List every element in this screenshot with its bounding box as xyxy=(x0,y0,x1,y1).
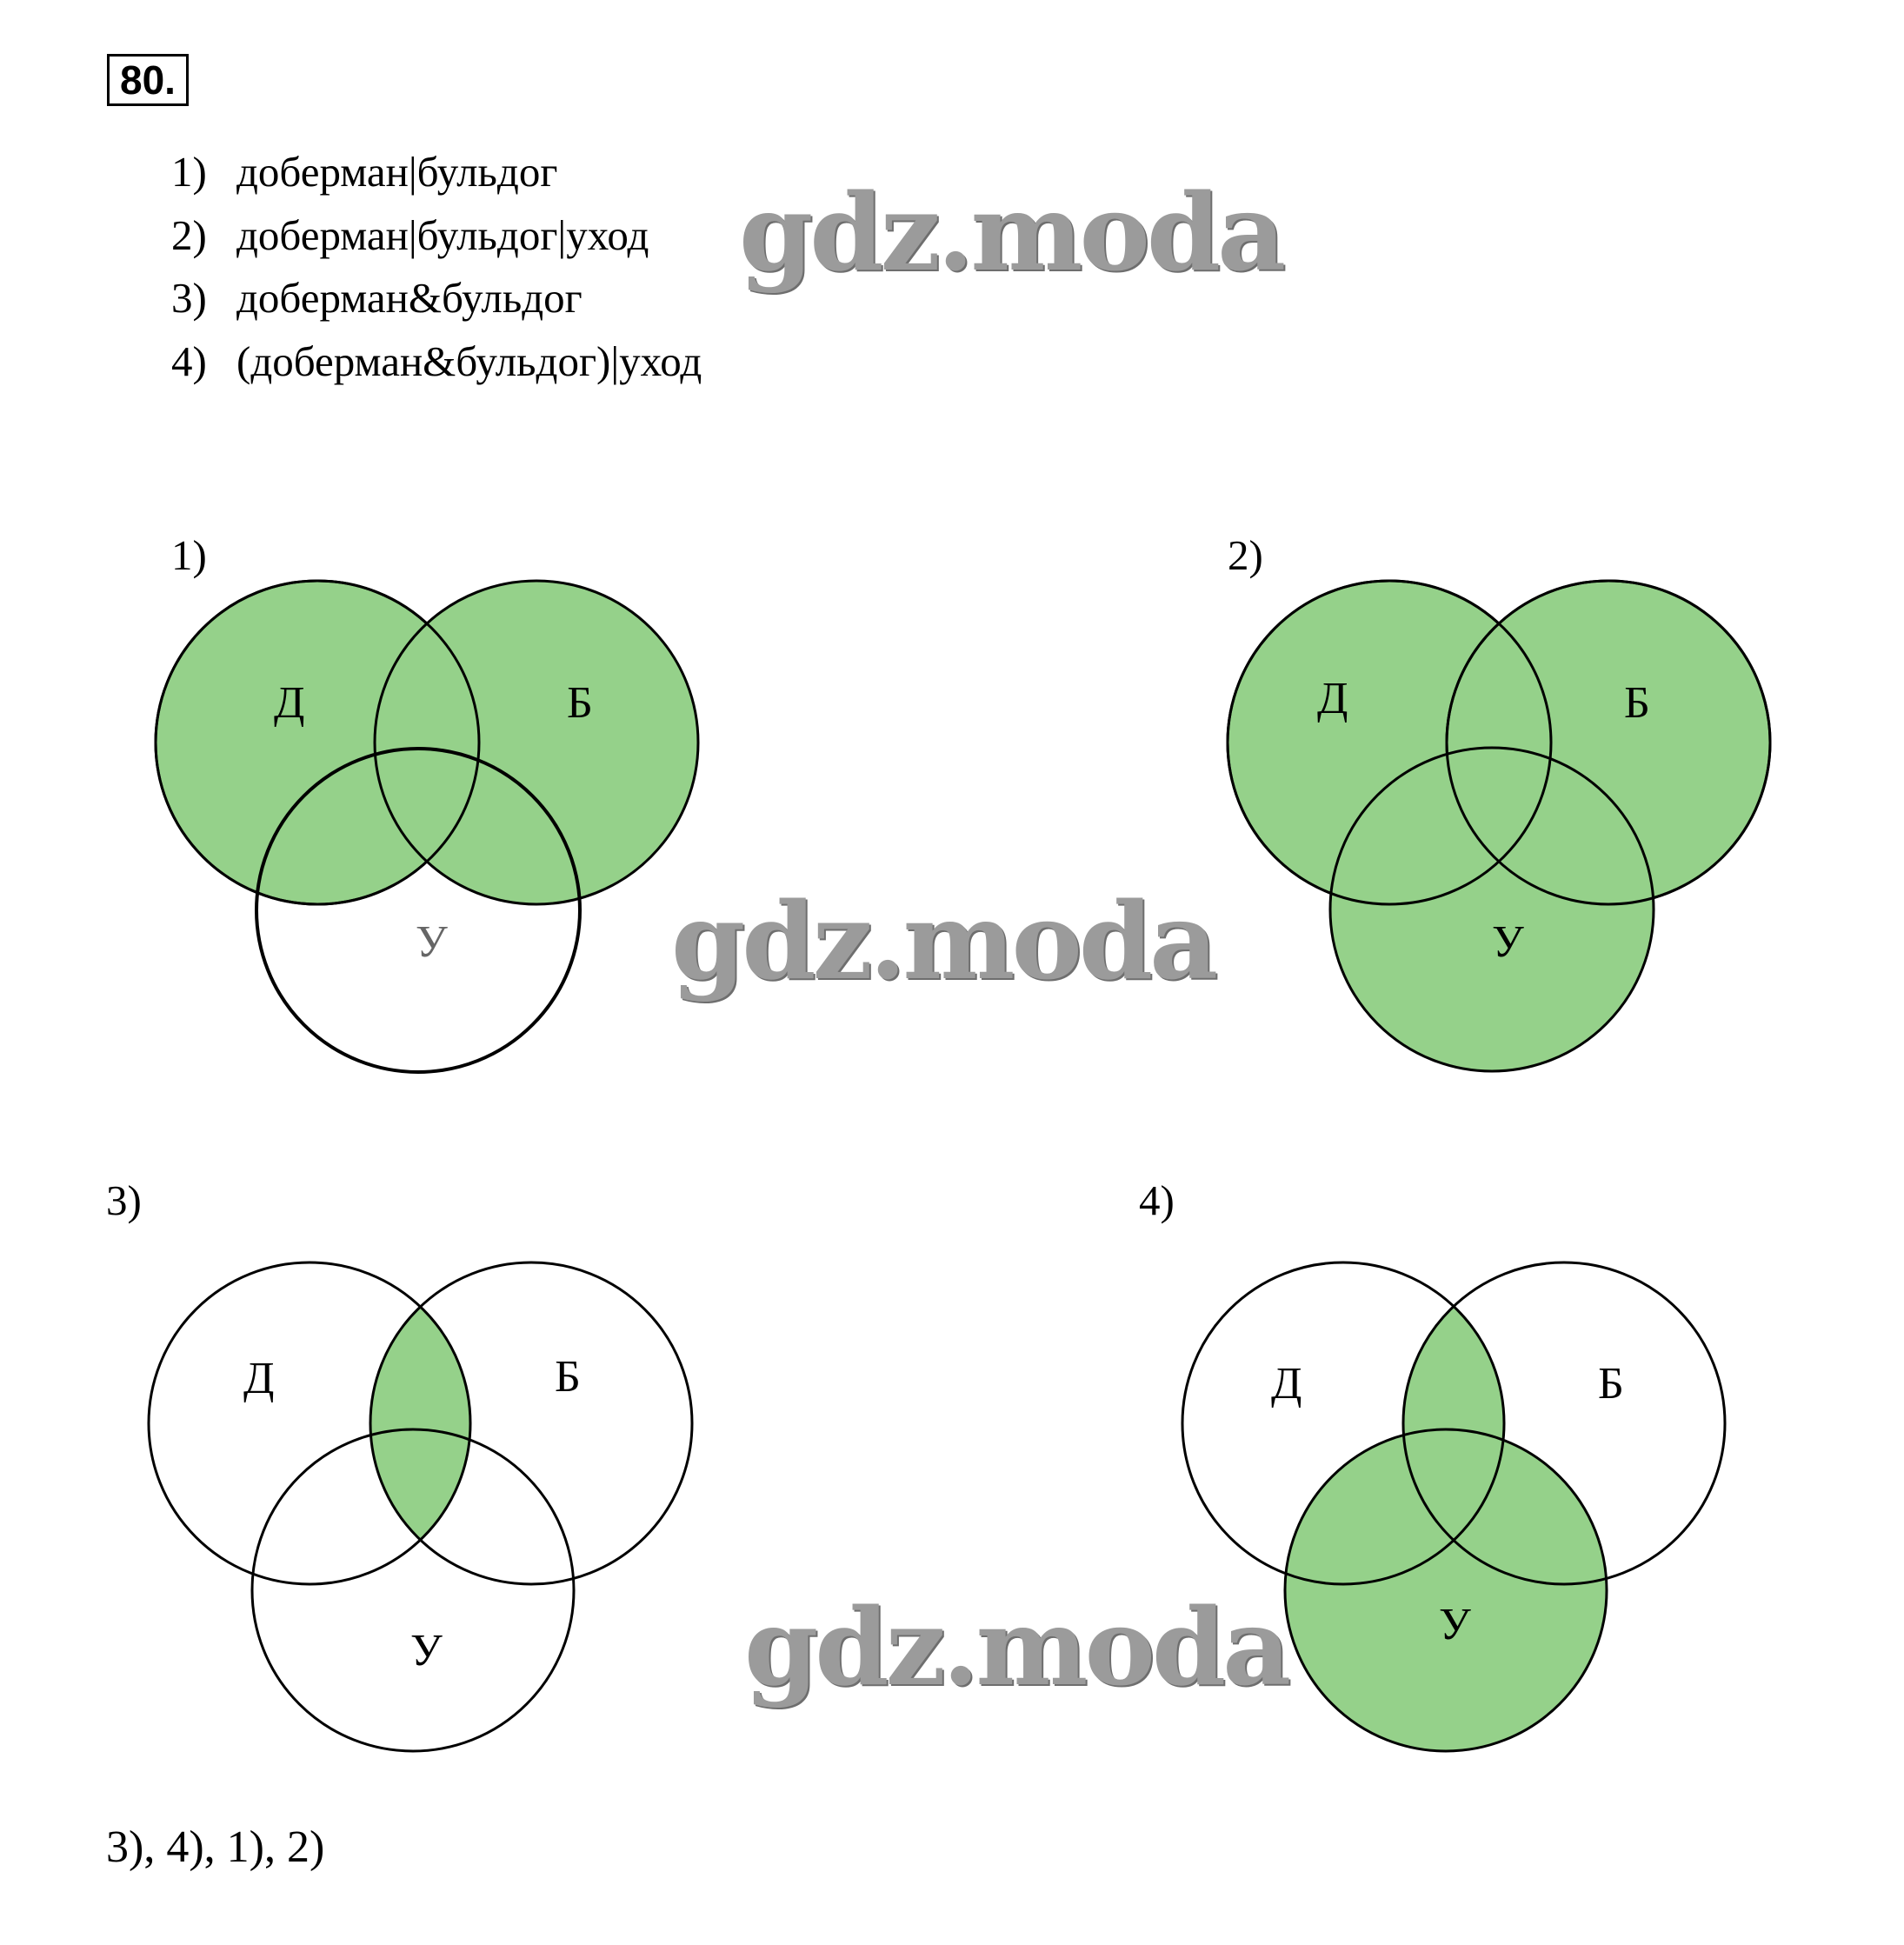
intersection-fill xyxy=(370,1262,470,1584)
set-label-b: Б xyxy=(1624,678,1650,728)
query-text: (доберман&бульдог)|уход xyxy=(236,336,702,385)
set-label-u: У xyxy=(410,1626,443,1675)
set-b-circle xyxy=(1401,1261,1727,1586)
set-label-b: Б xyxy=(555,1352,581,1402)
task-number: 80. xyxy=(107,54,189,106)
set-label-u: У xyxy=(1492,917,1524,967)
set-label-d: Д xyxy=(243,1354,274,1403)
diagram-label: 4) xyxy=(1139,1176,1175,1224)
set-u-circle xyxy=(1328,746,1655,1073)
set-u-circle xyxy=(255,747,582,1074)
diagram-label: 1) xyxy=(171,531,207,579)
set-label-d: Д xyxy=(1271,1359,1302,1409)
venn-diagram-3 xyxy=(147,1261,694,1753)
set-u-circle xyxy=(1283,1428,1608,1753)
set-b-circle xyxy=(369,1261,694,1586)
watermark: gdz.moda xyxy=(744,1584,1291,1709)
set-label-u: У xyxy=(1439,1600,1471,1649)
query-number: 2) xyxy=(171,210,207,259)
query-text: доберман&бульдог xyxy=(236,274,583,322)
set-u-fill xyxy=(1285,1429,1607,1751)
query-item: 1) доберман|бульдог xyxy=(171,141,702,204)
set-d-outline xyxy=(1226,579,1553,906)
answer-text: 3), 4), 1), 2) xyxy=(106,1822,325,1872)
query-text: доберман|бульдог xyxy=(236,148,558,196)
diagram-label: 2) xyxy=(1228,531,1263,579)
set-label-d: Д xyxy=(274,678,304,728)
set-d-circle xyxy=(147,1261,472,1586)
set-d-outline xyxy=(154,579,481,906)
set-b-circle xyxy=(373,579,700,906)
watermark: gdz.moda xyxy=(671,878,1218,1003)
diagram-label: 3) xyxy=(106,1176,142,1224)
set-label-b: Б xyxy=(567,678,593,728)
query-item: 4) (доберман&бульдог)|уход xyxy=(171,330,702,394)
venn-diagram-2 xyxy=(1226,579,1772,1073)
query-number: 1) xyxy=(171,148,207,196)
set-u-circle xyxy=(250,1428,576,1753)
set-label-u: У xyxy=(416,917,448,967)
set-d-circle xyxy=(1181,1261,1506,1586)
query-number: 4) xyxy=(171,336,207,385)
set-b-outline xyxy=(1445,579,1772,906)
query-item: 3) доберман&бульдог xyxy=(171,267,702,330)
query-list: 1) доберман|бульдог 2) доберман|бульдог|ух… xyxy=(171,141,702,393)
query-text: доберман|бульдог|уход xyxy=(236,210,649,259)
watermark: gdz.moda xyxy=(739,170,1286,295)
query-item: 2) доберман|бульдог|уход xyxy=(171,204,702,268)
set-label-d: Д xyxy=(1317,674,1348,723)
query-number: 3) xyxy=(171,274,207,322)
venn-diagram-4 xyxy=(1181,1261,1727,1753)
set-label-b: Б xyxy=(1598,1359,1624,1409)
venn-diagram-1 xyxy=(154,579,700,1074)
